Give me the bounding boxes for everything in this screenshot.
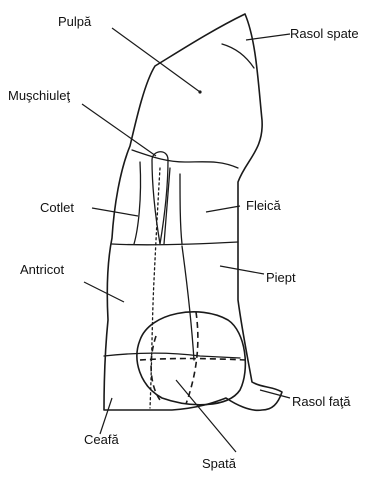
point-pulpa xyxy=(198,90,201,93)
label-muschiulet: Muşchiuleţ xyxy=(8,88,71,103)
pulpa-boundary xyxy=(132,150,238,168)
label-cotlet: Cotlet xyxy=(40,200,74,215)
spata-inner-dash-2 xyxy=(140,359,246,361)
label-pulpa: Pulpă xyxy=(58,14,92,29)
piept-seam xyxy=(182,246,194,360)
label-rasol-spate: Rasol spate xyxy=(290,26,359,41)
cotlet-seam-left xyxy=(134,162,141,244)
leader-piept xyxy=(220,266,264,274)
leader-rasol-fata xyxy=(260,390,290,398)
mid-seam xyxy=(112,242,238,245)
leader-pulpa xyxy=(112,28,200,92)
leader-muschiulet xyxy=(82,104,156,156)
label-fleica: Fleică xyxy=(246,198,281,213)
label-spata: Spată xyxy=(202,456,237,471)
lower-seam xyxy=(104,353,240,358)
leader-antricot xyxy=(84,282,124,302)
fleica-seam xyxy=(180,174,182,244)
leader-spata xyxy=(176,380,236,452)
label-ceafa: Ceafă xyxy=(84,432,119,447)
leader-fleica xyxy=(206,206,240,212)
label-piept: Piept xyxy=(266,270,296,285)
rasol-spate-boundary xyxy=(222,44,254,68)
label-rasol-fata: Rasol faţă xyxy=(292,394,351,409)
leader-ceafa xyxy=(100,398,112,434)
label-antricot: Antricot xyxy=(20,262,64,277)
